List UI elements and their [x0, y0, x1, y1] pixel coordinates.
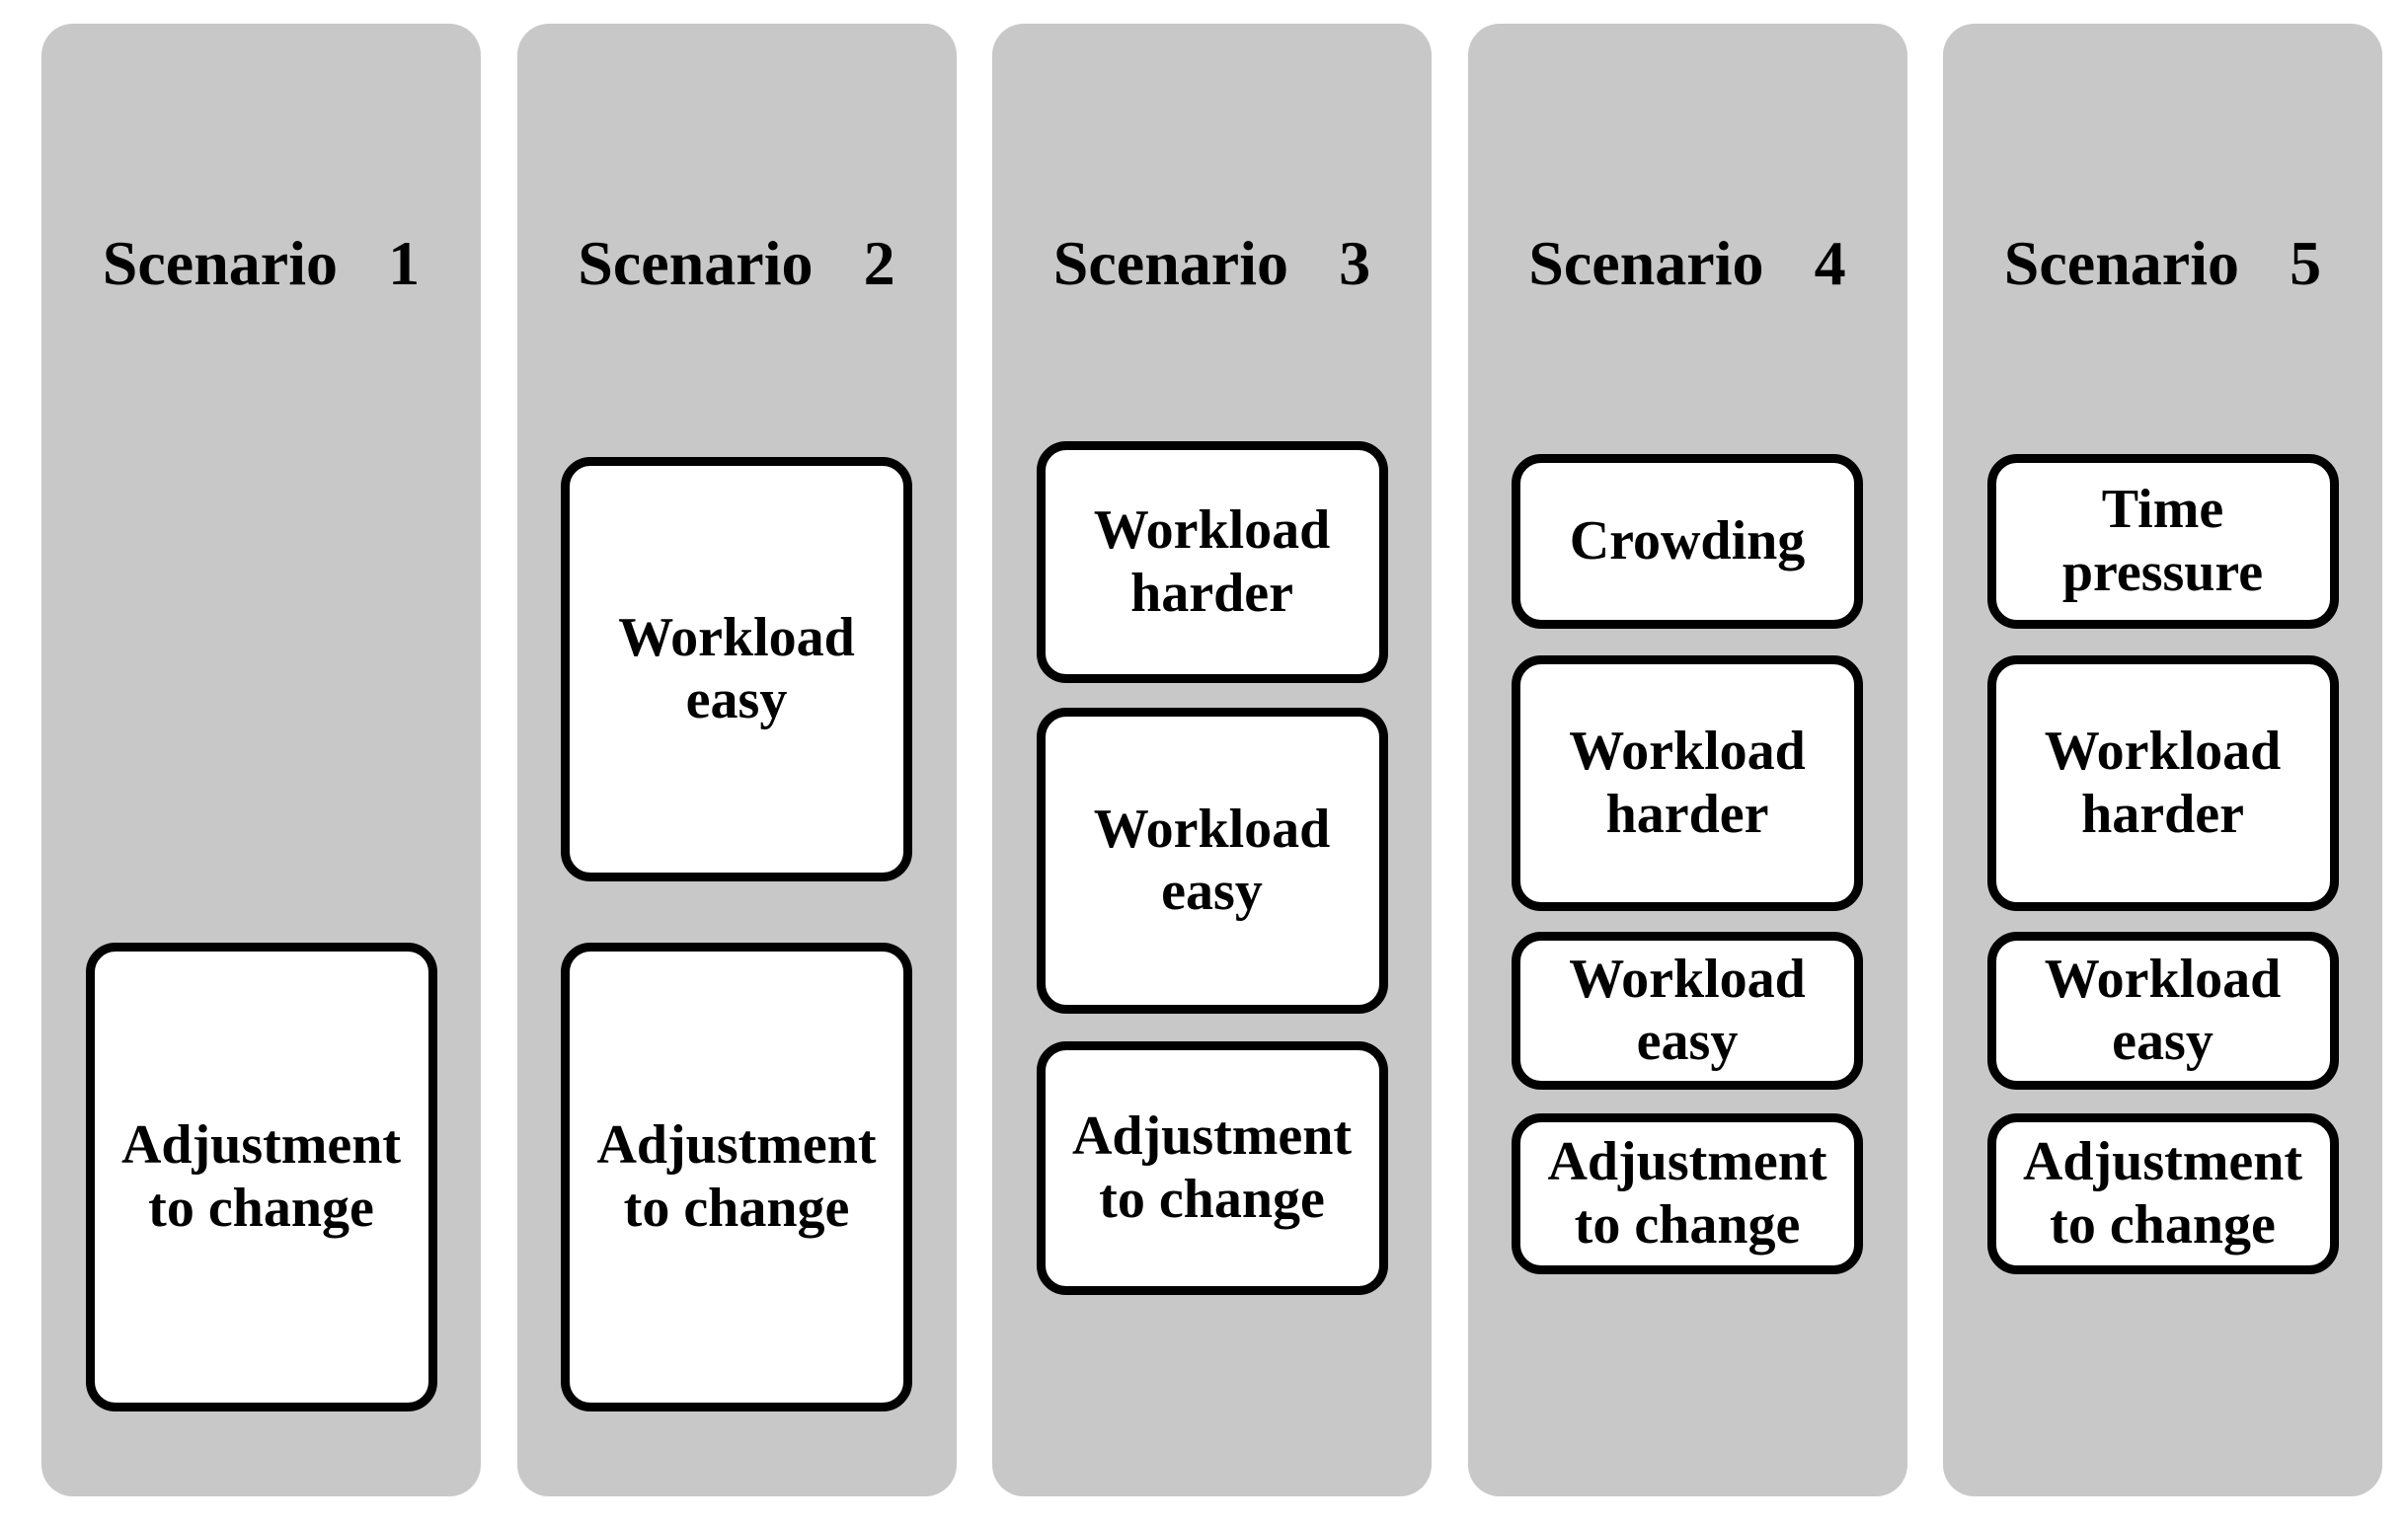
factor-card: Time pressure — [1986, 454, 2339, 629]
scenario-panel-1: Scenario 1 Adjustment to change — [41, 24, 481, 1496]
factor-card: Workload easy — [1512, 932, 1863, 1090]
panel-title: Scenario 1 — [102, 228, 421, 298]
factor-card: Workload harder — [1986, 655, 2339, 911]
factor-card: Adjustment to change — [1036, 1041, 1388, 1295]
factor-card: Workload easy — [561, 457, 912, 881]
panel-title: Scenario 3 — [1052, 228, 1371, 298]
factor-card: Workload easy — [1036, 708, 1388, 1014]
factor-card: Adjustment to change — [1512, 1113, 1863, 1274]
panel-title: Scenario 5 — [2003, 228, 2322, 298]
factor-card: Adjustment to change — [1986, 1113, 2339, 1274]
factor-card: Workload harder — [1036, 441, 1388, 683]
card-stack: Adjustment to change — [41, 24, 481, 1496]
factor-card: Workload harder — [1512, 655, 1863, 911]
factor-card: Adjustment to change — [85, 943, 437, 1411]
factor-card: Crowding — [1512, 454, 1863, 629]
panel-title: Scenario 2 — [578, 228, 895, 298]
panel-title: Scenario 4 — [1528, 228, 1846, 298]
factor-card: Workload easy — [1986, 932, 2339, 1090]
factor-card: Adjustment to change — [561, 943, 912, 1411]
